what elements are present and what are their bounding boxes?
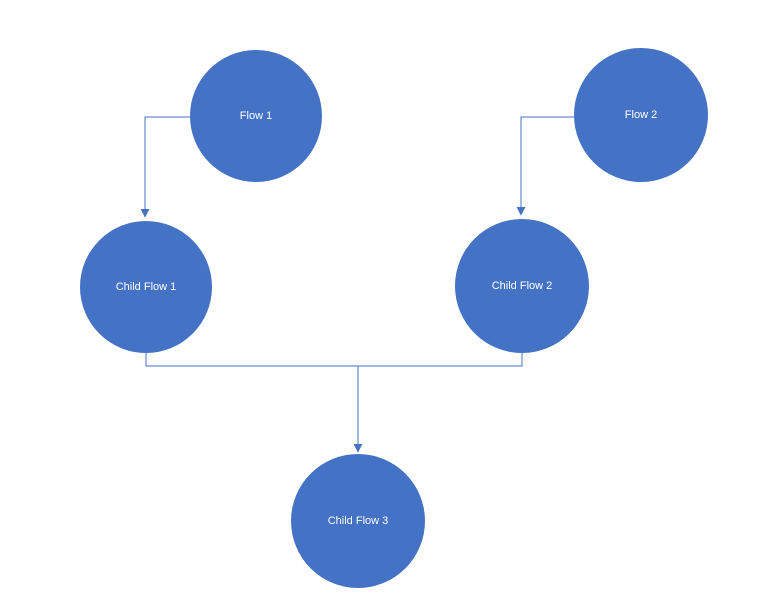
edge-flow-1-to-child-flow-1: [140, 116, 190, 218]
node-circle: [80, 221, 212, 353]
edge-child-flow-1-to-junction: [145, 353, 358, 367]
node-circle: [455, 219, 589, 353]
node-circle: [190, 50, 322, 182]
node-child-flow-2[interactable]: Child Flow 2: [455, 219, 589, 353]
node-circle: [291, 454, 425, 588]
node-flow-1[interactable]: Flow 1: [190, 50, 322, 182]
edge-flow-2-to-child-flow-2: [516, 116, 574, 216]
edge-child-flow-2-to-junction: [358, 353, 523, 367]
node-flow-2[interactable]: Flow 2: [574, 48, 708, 182]
node-child-flow-1[interactable]: Child Flow 1: [80, 221, 212, 353]
node-child-flow-3[interactable]: Child Flow 3: [291, 454, 425, 588]
node-circle: [574, 48, 708, 182]
